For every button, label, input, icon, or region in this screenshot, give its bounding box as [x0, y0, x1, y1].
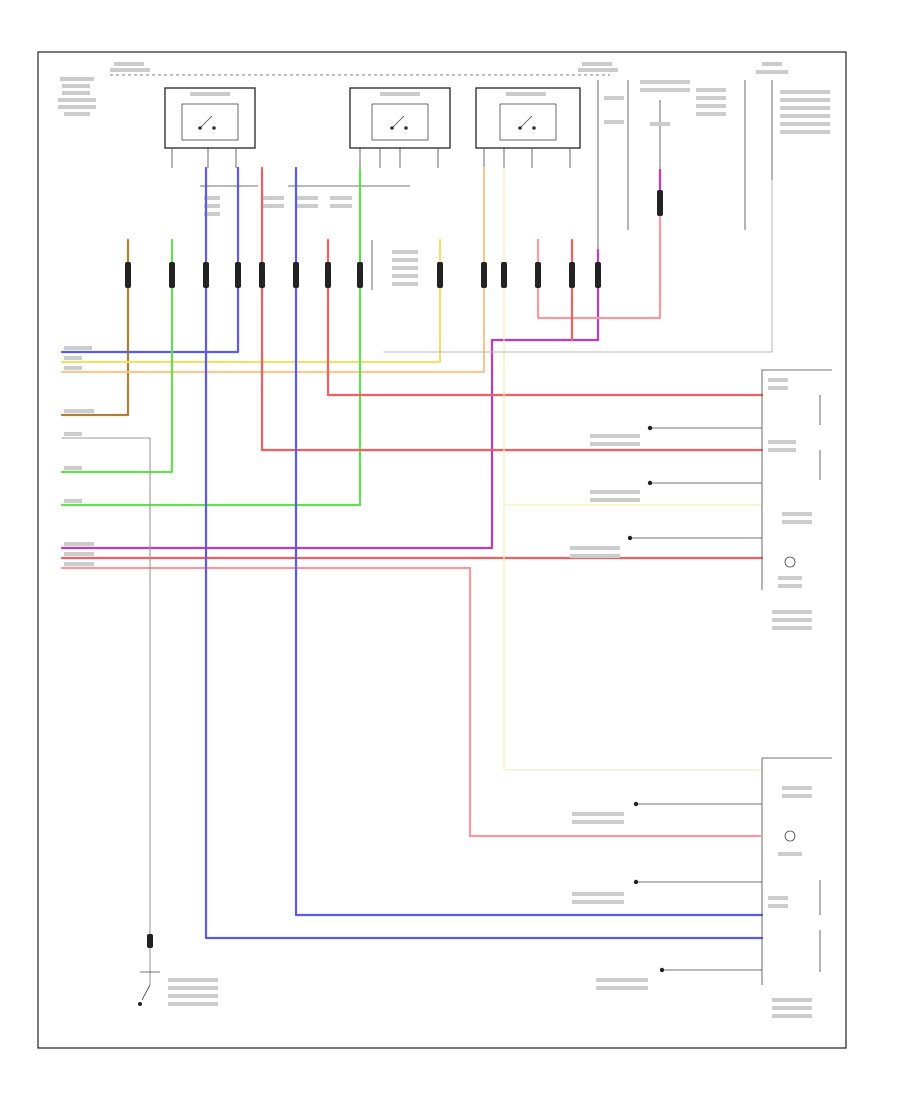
sensor-label-block: [371, 240, 418, 290]
diagram-frame: [37, 51, 847, 1049]
wire-yellow-left: [60, 238, 442, 364]
wire-blue-rear-2: [294, 166, 764, 917]
wire-orange-left: [60, 166, 486, 374]
ground-symbol: [138, 934, 218, 1006]
wire-blue-rear: [204, 166, 764, 940]
wire-blue-left: [60, 166, 240, 354]
front-sensor-taps: [570, 425, 762, 558]
relay-3: [475, 87, 581, 168]
rear-sensor-harness: [761, 757, 832, 1018]
relay-2: [349, 87, 451, 168]
wire-brown: [60, 238, 130, 417]
relay-1: [164, 87, 256, 168]
wire-lightyellow-rear: [503, 167, 763, 771]
hot-at-label-right: [578, 62, 618, 72]
wire-gray-ground: [61, 437, 151, 986]
fuse-label-left: [58, 77, 96, 116]
wire-violet-band: [60, 248, 600, 550]
front-sensor-harness: [761, 369, 832, 630]
wire-connectors: [125, 190, 663, 288]
fuse-column-right: [597, 62, 830, 250]
junction-bar-1: [200, 185, 258, 216]
wire-pink-band-2: [60, 566, 762, 838]
hot-at-label-left: [110, 62, 150, 72]
wire-green-1: [60, 238, 174, 474]
wire-green-2: [60, 166, 362, 507]
rear-sensor-taps: [572, 801, 762, 990]
junction-bar-2: [262, 185, 410, 208]
wire-red-1: [326, 238, 764, 397]
wire-red-2: [260, 166, 764, 452]
left-wire-labels: [64, 346, 94, 566]
wire-gray-top: [383, 179, 773, 353]
